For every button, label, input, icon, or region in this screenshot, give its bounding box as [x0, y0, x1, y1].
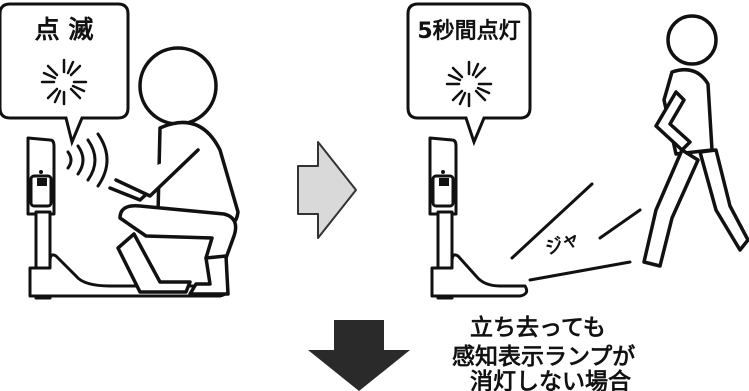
right-sensor-unit — [428, 136, 529, 300]
left-sensor-lamp-icon — [37, 178, 47, 186]
crouching-person-figure — [108, 46, 240, 296]
flush-sound-label: ジャ — [542, 228, 582, 260]
next-step-arrow-icon — [297, 141, 357, 239]
caption-block: 立ち去っても 感知表示ランプが 消灯しない場合 — [452, 314, 635, 391]
down-arrow-icon — [308, 320, 410, 391]
caption-line-2: 感知表示ランプが — [452, 343, 635, 370]
left-sensor-waves-icon — [66, 132, 109, 188]
right-sensor-lamp-icon — [439, 178, 449, 186]
caption-line-3: 消灯しない場合 — [470, 368, 632, 391]
left-sensor-unit — [26, 136, 229, 300]
right-panel: 5秒間点灯 ジャ — [406, 2, 749, 300]
flush-motion-lines-icon — [510, 182, 642, 282]
caption-line-1: 立ち去っても — [470, 314, 606, 341]
left-bubble-label: 点 滅 — [35, 15, 94, 44]
right-bubble-label: 5秒間点灯 — [417, 18, 520, 44]
left-panel: 点 滅 — [0, 2, 240, 300]
walking-person-figure — [642, 14, 749, 268]
